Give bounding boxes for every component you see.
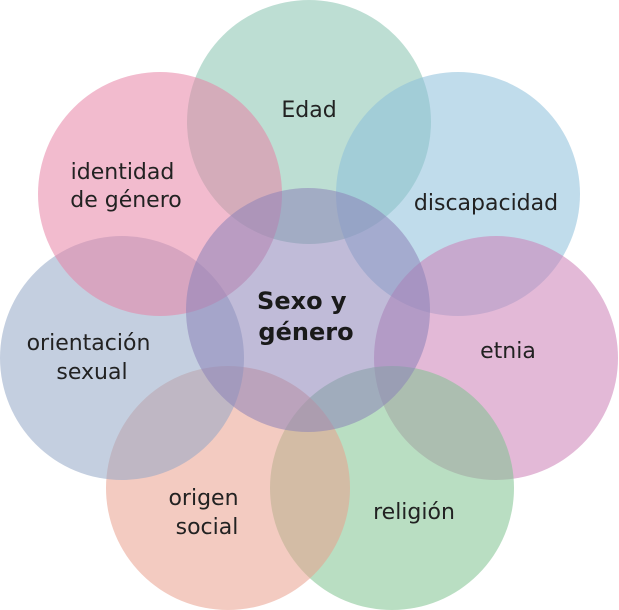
label-line: orientación [27,331,151,356]
label-line: religión [373,500,455,525]
label-center-sexo-genero: Sexo y género [257,287,355,346]
label-line: Sexo y [257,287,347,315]
label-line: Edad [281,98,336,123]
label-line: etnia [480,339,536,364]
label-line: género [258,318,353,346]
label-line: social [176,515,239,540]
circle-center-sexo-genero [186,188,430,432]
label-orientacion-sexual: orientación sexual [27,331,158,385]
label-identidad-de-genero: identidad de género [70,160,182,213]
label-etnia: etnia [480,339,536,364]
label-origen-social: origen social [168,486,245,540]
label-edad: Edad [281,98,336,123]
label-line: de género [70,188,182,213]
label-line: identidad [71,160,175,185]
label-line: discapacidad [414,191,558,216]
label-line: origen [168,486,238,511]
label-religion: religión [373,500,455,525]
label-discapacidad: discapacidad [414,191,558,216]
label-line: sexual [56,360,127,385]
